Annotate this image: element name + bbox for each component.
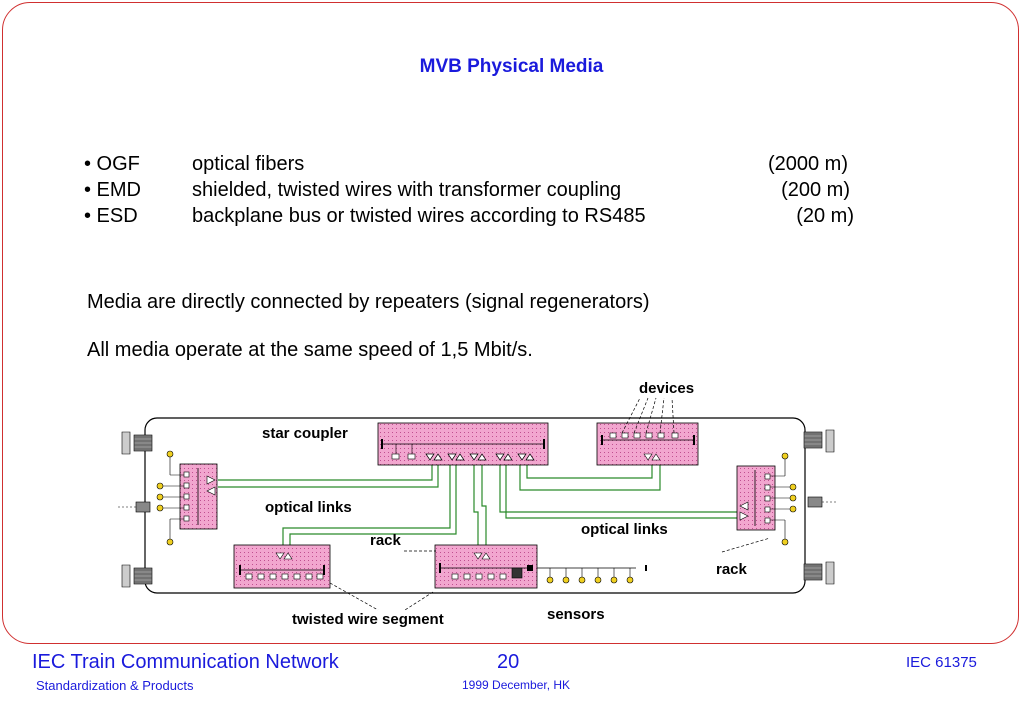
sensors-label: sensors	[547, 606, 605, 623]
footer-subtitle: Standardization & Products	[36, 678, 194, 693]
media-ogf-distance: (2000 m)	[767, 153, 848, 175]
coupler-top-left	[121, 431, 153, 455]
pointer-lines	[329, 397, 771, 611]
star-coupler-label: star coupler	[262, 425, 348, 442]
right-rack	[736, 452, 797, 546]
slide-title: MVB Physical Media	[419, 56, 604, 77]
coupler-middle-right	[807, 496, 838, 508]
sensor-bus	[537, 565, 647, 584]
optical-links-right-label: optical links	[581, 521, 668, 538]
devices-label: devices	[639, 380, 695, 397]
star-coupler	[377, 422, 549, 466]
media-emd-description: shielded, twisted wires with transformer…	[192, 179, 622, 201]
media-ogf-bullet: • OGF	[84, 153, 140, 175]
coupler-middle-left	[118, 501, 151, 513]
media-esd-distance: (20 m)	[796, 205, 854, 227]
bottom-left-rack	[233, 544, 331, 589]
bottom-middle-rack	[434, 544, 538, 589]
speed-paragraph: All media operate at the same speed of 1…	[87, 339, 533, 361]
optical-links-left-label: optical links	[265, 499, 352, 516]
media-esd-bullet: • ESD	[84, 205, 138, 227]
footer-standard: IEC 61375	[906, 654, 977, 671]
slide-frame	[2, 2, 1019, 644]
repeater-paragraph: Media are directly connected by repeater…	[87, 291, 650, 313]
rack-left-label: rack	[370, 532, 401, 549]
footer-title: IEC Train Communication Network	[32, 651, 339, 673]
media-emd-bullet: • EMD	[84, 179, 142, 201]
top-rack	[596, 422, 699, 466]
media-emd-distance: (200 m)	[781, 179, 850, 201]
left-rack	[156, 450, 218, 546]
footer-date: 1999 December, HK	[462, 678, 571, 692]
coupler-bottom-left	[121, 564, 153, 588]
coupler-top-right	[803, 429, 835, 453]
media-ogf-description: optical fibers	[192, 153, 305, 175]
media-esd-description: backplane bus or twisted wires according…	[192, 205, 646, 227]
twisted-wire-segment-label: twisted wire segment	[292, 611, 444, 628]
coupler-bottom-right	[803, 561, 835, 585]
rack-right-label: rack	[716, 561, 747, 578]
page-number: 20	[497, 651, 520, 673]
